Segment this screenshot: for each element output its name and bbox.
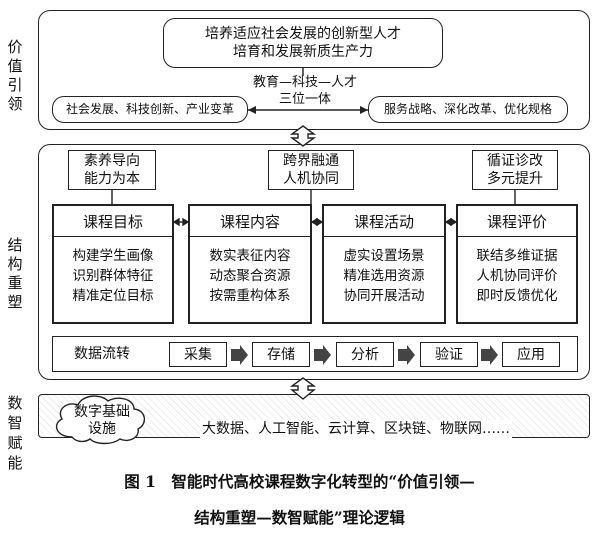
cloud-shape [55,395,145,445]
course-evaluation-body: 联结多维证据 人机协同评价 即时反馈优化 [476,248,558,304]
figure-caption-line1: 图 1 智能时代高校课程数字化转型的“价值引领— [124,472,475,491]
course-content-title: 课程内容 [190,206,310,237]
course-objectives-title: 课程目标 [54,206,172,237]
course-activities: 课程活动 虚实设置场景 精准选用资源 协同开展活动 [322,204,446,324]
data-flow-label: 数据流转 [74,346,130,362]
digital-tech-text: 大数据、人工智能、云计算、区块链、物联网…… [200,420,512,438]
note-evidence: 循证诊改 多元提升 [472,150,558,190]
value-structure-double-arrow-icon [289,125,317,147]
flow-arrow-4-icon [481,345,498,365]
course-objectives: 课程目标 构建学生画像 识别群体特征 精准定位目标 [52,204,174,324]
value-goal-box: 培养适应社会发展的创新型人才 培育和发展新质生产力 [163,18,443,68]
flow-step-collect: 采集 [169,342,227,367]
side-label-structure: 结构 重塑 [7,236,23,311]
course-objectives-body: 构建学生画像 识别群体特征 精准定位目标 [72,248,154,304]
value-center-text: 教育—科技—人才 三位一体 [252,75,357,107]
note-literacy: 素养导向 能力为本 [68,150,156,190]
note-crossover: 跨界融通 人机协同 [268,150,354,190]
course-content-body: 数实表征内容 动态聚合资源 按需重构体系 [209,248,291,304]
course-link-1-icon [172,217,190,227]
flow-step-apply: 应用 [502,342,560,367]
course-link-2-icon [310,217,324,227]
course-activities-title: 课程活动 [324,206,444,237]
value-right-box: 服务战略、深化改革、优化规格 [368,96,568,123]
left-arrowhead [248,106,256,114]
flow-arrow-1-icon [231,345,248,365]
flow-arrow-2-icon [314,345,331,365]
flow-step-store: 存储 [252,342,310,367]
side-label-value: 价值 引领 [7,38,23,113]
course-evaluation-title: 课程评价 [458,206,576,237]
side-label-digital: 数智 赋能 [7,394,23,472]
figure-caption-line2: 结构重塑—数智赋能”理论逻辑 [194,508,405,527]
course-evaluation: 课程评价 联结多维证据 人机协同评价 即时反馈优化 [456,204,578,324]
value-left-box: 社会发展、科技创新、产业变革 [52,96,248,123]
flow-step-verify: 验证 [420,342,478,367]
cloud-label: 数字基础 设施 [74,404,130,437]
right-arrowhead [360,106,368,114]
structure-digital-double-arrow-icon [289,377,317,400]
course-content: 课程内容 数实表征内容 动态聚合资源 按需重构体系 [188,204,312,324]
course-activities-body: 虚实设置场景 精准选用资源 协同开展活动 [343,248,425,304]
data-flow-row [52,336,578,372]
flow-arrow-3-icon [398,345,415,365]
flow-step-analyze: 分析 [336,342,394,367]
course-link-3-icon [444,217,458,227]
